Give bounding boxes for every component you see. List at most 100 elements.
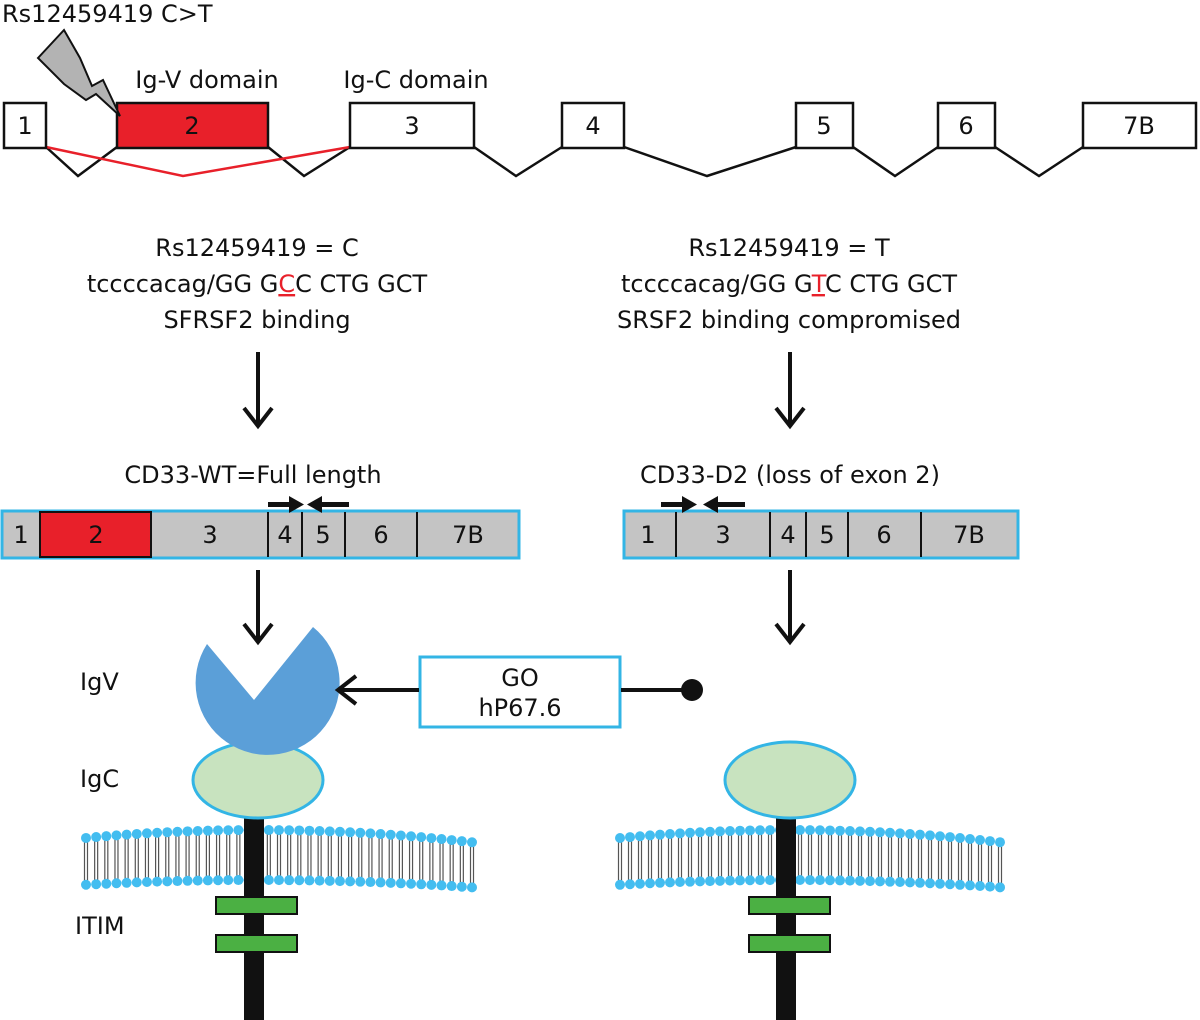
lipid-head (875, 827, 885, 838)
lipid-head (334, 876, 345, 887)
allele-t-block: Rs12459419 = T tccccacag/GG GTC CTG GCT … (617, 234, 961, 334)
lipid-head (355, 876, 366, 887)
lipid-head (975, 881, 985, 891)
igv-label: IgV (80, 668, 119, 696)
lipid-head (467, 882, 477, 893)
lipid-head (365, 877, 376, 888)
gene-exon-6 (936, 101, 997, 150)
lipid-head (885, 827, 895, 838)
lipid-head (345, 876, 356, 887)
lipid-head (182, 875, 193, 886)
igc-domain-right (723, 740, 857, 820)
itim-box-right-1 (748, 896, 831, 915)
lipid-head (715, 875, 725, 886)
gene-exon-7b (1081, 101, 1198, 150)
allele-c-seq-base: C (278, 270, 295, 298)
allele-t-sequence: tccccacag/GG GTC CTG GCT (621, 270, 957, 298)
allele-c-seq-prefix: tccccacag/GG G (87, 270, 279, 298)
lipid-head (141, 876, 152, 887)
lipid-head (395, 878, 406, 889)
lipid-head (121, 829, 132, 840)
lipid-head (213, 875, 224, 886)
gene-exon-7b-label: 7B (1123, 112, 1155, 140)
gene-exon-4 (560, 101, 626, 150)
lipid-head (945, 879, 955, 890)
lipid-head (665, 877, 675, 888)
lipid-head (365, 828, 376, 839)
lipid-head (81, 832, 91, 843)
lipid-head (925, 878, 935, 889)
lipid-head (223, 875, 234, 886)
lipid-head (815, 825, 825, 836)
transcript-wt-exon-5: 5 (315, 521, 330, 549)
lipid-head (915, 829, 925, 840)
lipid-head (304, 875, 315, 886)
intron-1-2 (45, 145, 118, 178)
lipid-head (895, 828, 905, 839)
transcript-d2-exon-6: 6 (876, 521, 891, 549)
transcript-wt-exon2 (39, 511, 152, 558)
igc-label: IgC (80, 765, 119, 793)
transcript-wt-exon-7b: 7B (452, 521, 484, 549)
transcript-d2-exon-3: 3 (715, 521, 730, 549)
lipid-head (101, 878, 112, 889)
lipid-head (202, 825, 213, 836)
lipid-head (825, 825, 835, 836)
lipid-head (965, 880, 975, 891)
lipid-head (274, 825, 284, 836)
lipid-head (233, 875, 244, 886)
exon2-skip-splice (45, 145, 351, 178)
no-binding-dot (681, 679, 703, 701)
allele-t-note: SRSF2 binding compromised (617, 306, 961, 334)
lipid-head (467, 837, 477, 848)
transcript-d2: CD33-D2 (loss of exon 2) 1 3 4 5 6 7B (622, 461, 1020, 560)
lipid-head (263, 825, 274, 836)
lipid-head (955, 879, 965, 890)
lipid-head (385, 877, 396, 888)
lipid-head (665, 828, 675, 839)
gene-exon-3 (348, 101, 476, 150)
lipid-head (202, 875, 213, 886)
transcript-d2-exon-5: 5 (819, 521, 834, 549)
primer-arrows-d2 (661, 496, 745, 513)
gene-exon-4-label: 4 (585, 112, 600, 140)
allele-t-seq-suffix: C CTG GCT (825, 270, 957, 298)
gene-exon-1-label: 1 (17, 112, 32, 140)
go-drug-box: GO hP67.6 (334, 655, 703, 729)
lipid-head (625, 879, 635, 890)
lipid-head (314, 875, 325, 886)
lipid-head (406, 878, 417, 889)
lipid-head (655, 877, 665, 888)
itim-box-right-2 (748, 934, 831, 953)
lipid-head (446, 881, 457, 892)
lipid-head (995, 882, 1005, 893)
igv-domain-pacman (195, 627, 340, 755)
lipid-head (695, 876, 705, 887)
lipid-head (825, 875, 835, 886)
lipid-head (314, 826, 325, 837)
transcript-d2-bar (622, 509, 1020, 560)
transcript-d2-title: CD33-D2 (loss of exon 2) (640, 461, 940, 489)
lipid-head (385, 829, 396, 840)
lipid-head (294, 875, 305, 886)
lipid-head (835, 875, 845, 886)
go-label: GO (501, 664, 539, 692)
lipid-head (895, 877, 905, 888)
lipid-head (715, 826, 725, 837)
transcript-d2-exon-1: 1 (640, 521, 655, 549)
intron-6-7b (994, 145, 1084, 178)
transcript-wt-title: CD33-WT=Full length (124, 461, 381, 489)
primer-arrows-wt (268, 496, 349, 513)
lipid-head (835, 825, 845, 836)
lipid-head (645, 830, 655, 841)
lipid-head (355, 827, 366, 838)
lipid-head (995, 837, 1005, 848)
lipid-head (745, 825, 755, 836)
allele-c-note: SFRSF2 binding (163, 306, 350, 334)
lipid-head (945, 832, 955, 843)
lipid-head (152, 827, 163, 838)
gene-exon-1 (2, 101, 48, 150)
allele-c-title: Rs12459419 = C (155, 234, 358, 262)
lipid-head (406, 831, 417, 842)
lipid-head (725, 875, 735, 886)
